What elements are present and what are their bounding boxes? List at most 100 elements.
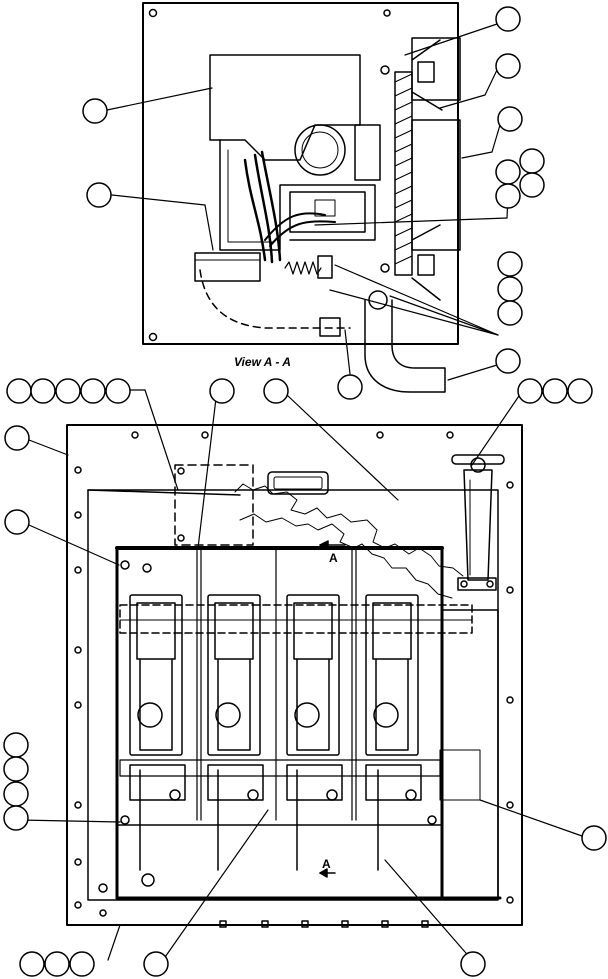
callout-balloon [55, 378, 81, 404]
callout-balloon [143, 951, 169, 977]
pole-link [129, 764, 186, 801]
mechanism-drum-inner [301, 131, 339, 169]
pole-top-cap [136, 602, 176, 660]
spring-end [317, 255, 333, 279]
contact-finger [411, 91, 443, 111]
mechanism-drum [294, 124, 346, 176]
solenoid-coil [194, 252, 261, 282]
pole-housing [129, 594, 183, 756]
interlock-dashed-path [199, 269, 351, 329]
pole-assembly-3 [286, 594, 343, 871]
pole-top-cap [372, 602, 412, 660]
callout-balloon [6, 378, 32, 404]
pole-bolt [169, 789, 181, 801]
callout-balloon [497, 300, 523, 326]
upper-contact [411, 37, 461, 101]
callout-balloon [497, 251, 523, 277]
pole-assembly-1 [129, 594, 186, 871]
callout-balloon [495, 6, 521, 32]
lower-contact-pad [417, 254, 435, 276]
wiring-harness [243, 150, 282, 264]
top-rail [87, 489, 241, 496]
callout-balloon [3, 781, 29, 807]
pole-body [217, 659, 251, 751]
pole-body [375, 659, 409, 751]
callout-balloon [542, 378, 568, 404]
mechanism-housing [209, 54, 361, 161]
pivot-hex [368, 290, 388, 310]
pole-bolt [326, 789, 338, 801]
bottom-bolts [219, 920, 429, 928]
leader-lines [18, 23, 583, 961]
handle-pivot [470, 457, 486, 473]
pole-link [207, 764, 264, 801]
callout-balloon [3, 732, 29, 758]
breaker-frame [115, 546, 444, 900]
pole-top-cap [293, 602, 333, 660]
barrier-bolt [380, 65, 390, 75]
callout-balloon [263, 378, 289, 404]
callout-balloon [497, 106, 523, 132]
middle-contact [411, 119, 461, 251]
pole-bolt [405, 789, 417, 801]
section-arrow-bottom [319, 868, 336, 878]
callout-balloon [495, 159, 521, 185]
inner-frame [87, 489, 499, 901]
contact-finger [411, 224, 441, 241]
view-a-a-title: View A - A [234, 355, 291, 369]
frame-screws [98, 560, 437, 917]
callout-balloon [519, 172, 545, 198]
handle-t-bar [451, 454, 505, 465]
mounting-hole [148, 332, 158, 342]
pole-body [296, 659, 330, 751]
pole-link [286, 764, 343, 801]
callout-balloon [80, 378, 106, 404]
coil-spring [284, 261, 322, 275]
pole-bolt [247, 789, 259, 801]
section-marker-bottom: A [322, 857, 331, 871]
tie-rods [196, 547, 357, 821]
callout-balloon [460, 951, 486, 977]
interlock-block [319, 317, 341, 337]
contact-finger [411, 277, 441, 301]
breakaway-line [234, 483, 464, 577]
callout-balloon [3, 756, 29, 782]
panel-handle-grip [273, 476, 323, 490]
callout-balloon [86, 182, 112, 208]
callout-balloon [517, 378, 543, 404]
section-marker-top: A [329, 551, 338, 565]
pole-housing [286, 594, 340, 756]
aux-screw [177, 467, 185, 475]
breakaway-line-lower [239, 513, 453, 599]
callout-balloon [567, 378, 593, 404]
pole-contact [215, 702, 241, 728]
barrier-hatching [394, 73, 413, 265]
view-a-a [142, 2, 461, 393]
manual-operating-handle [451, 454, 505, 591]
mounting-hole [148, 8, 158, 18]
callout-balloon [30, 378, 56, 404]
callout-balloon [495, 53, 521, 79]
pole-top-cap [214, 602, 254, 660]
mechanism-block [354, 124, 381, 181]
operating-arm [364, 299, 446, 393]
callout-balloon [337, 374, 363, 400]
pole-contact [373, 702, 399, 728]
callout-balloon [4, 509, 30, 535]
pole-link [365, 764, 422, 801]
view-a-a-frame [142, 2, 459, 345]
pole-housing [365, 594, 419, 756]
section-arrow-top [319, 540, 346, 550]
pole-contact [294, 702, 320, 728]
handle-base-bolt [486, 580, 494, 588]
handle-lever [463, 469, 493, 581]
callout-balloons [3, 6, 607, 977]
right-side-block [439, 749, 481, 801]
panel-handle [267, 471, 329, 495]
lower-rail [119, 759, 441, 777]
callout-balloon [519, 148, 545, 174]
barrier-bolt [380, 263, 390, 273]
right-side-panel [441, 609, 499, 899]
callout-balloon [3, 805, 29, 831]
pole-contact [137, 702, 163, 728]
